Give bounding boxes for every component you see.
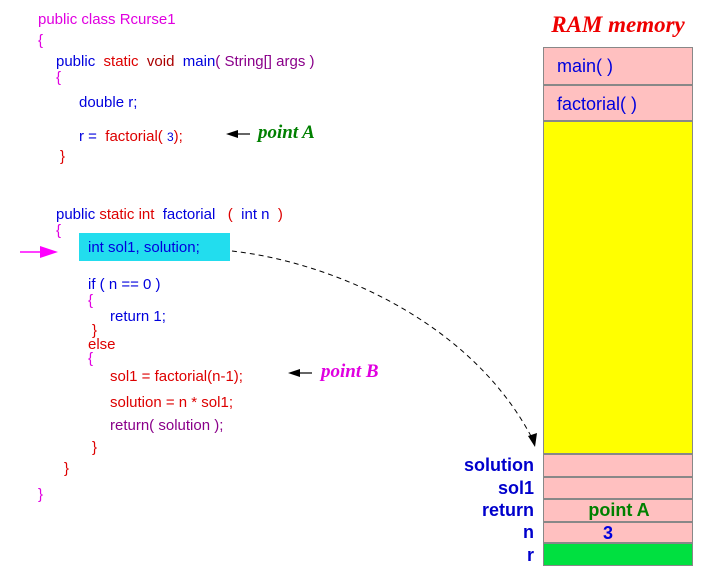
point-a-arrow: [226, 130, 250, 138]
main-close-brace: }: [60, 148, 66, 165]
point-b-arrow: [288, 369, 312, 377]
main-params: ( String[] args ): [215, 53, 315, 70]
declaration-line: int sol1, solution;: [88, 239, 200, 256]
return-one-line: return 1;: [110, 308, 166, 325]
main-signature: public static void main( String[] args ): [56, 53, 315, 70]
main-static-keyword: static: [103, 53, 139, 70]
factorial-signature: public static int factorial ( int n ): [56, 206, 283, 223]
ram-cell-r: [543, 543, 693, 566]
ram-frame-main: main( ): [543, 47, 693, 85]
main-open-brace: {: [56, 69, 62, 86]
dashed-allocation-arrow: [231, 250, 537, 447]
ram-cell-return: point A: [543, 499, 693, 522]
double-r-line: double r;: [79, 94, 138, 111]
fact-params: int n: [241, 206, 270, 223]
assign-call: factorial(: [105, 128, 163, 145]
main-method-name: main: [182, 53, 216, 70]
execution-pointer-arrow: [20, 246, 58, 258]
return-solution-line: return( solution );: [110, 417, 224, 434]
point-b-label: point B: [321, 361, 379, 382]
ram-frame-main-label: main( ): [557, 56, 614, 76]
current-line-highlight: [79, 233, 230, 261]
ram-label-solution: solution: [464, 455, 534, 475]
factorial-close-brace: }: [64, 460, 70, 477]
factorial-open-brace: {: [56, 222, 62, 239]
else-keyword: else: [88, 336, 116, 353]
assign-line: r = factorial( 3);: [79, 128, 183, 146]
main-public-keyword: public: [56, 53, 96, 70]
ram-cell-sol1: [543, 477, 693, 499]
ram-frame-factorial: factorial( ): [543, 85, 693, 121]
assign-lhs: r =: [79, 128, 97, 145]
ram-label-r: r: [526, 545, 534, 565]
ram-cell-n-value: 3: [602, 523, 613, 543]
ram-cell-solution: [543, 454, 693, 477]
main-void-keyword: void: [146, 53, 175, 70]
class-declaration: public class Rcurse1: [38, 11, 176, 28]
ram-title: RAM memory: [551, 12, 685, 37]
sol1-line: sol1 = factorial(n-1);: [110, 368, 243, 385]
else-close-brace: }: [92, 439, 98, 456]
fact-public-keyword: public: [56, 206, 96, 223]
fact-params-open: (: [227, 206, 233, 223]
if-line: if ( n == 0 ): [88, 276, 161, 293]
ram-label-n: n: [523, 522, 534, 542]
ram-free-space: [543, 121, 693, 454]
class-close-brace: }: [38, 486, 44, 503]
ram-cell-n: 3: [543, 522, 693, 543]
point-a-label: point A: [258, 122, 315, 143]
class-open-brace: {: [38, 32, 44, 49]
else-open-brace: {: [88, 350, 94, 367]
ram-label-return: return: [481, 500, 534, 520]
fact-int-keyword: int: [138, 206, 155, 223]
if-close-brace: }: [92, 322, 98, 339]
assign-arg: 3: [166, 130, 174, 144]
assign-end: );: [173, 128, 183, 145]
fact-method-name: factorial: [162, 206, 216, 223]
ram-label-sol1: sol1: [497, 478, 534, 498]
if-open-brace: {: [88, 292, 94, 309]
ram-cell-return-value: point A: [588, 500, 650, 520]
fact-params-close: ): [277, 206, 283, 223]
fact-static-keyword: static: [99, 206, 135, 223]
ram-frame-factorial-label: factorial( ): [557, 94, 638, 114]
solution-line: solution = n * sol1;: [110, 394, 233, 411]
